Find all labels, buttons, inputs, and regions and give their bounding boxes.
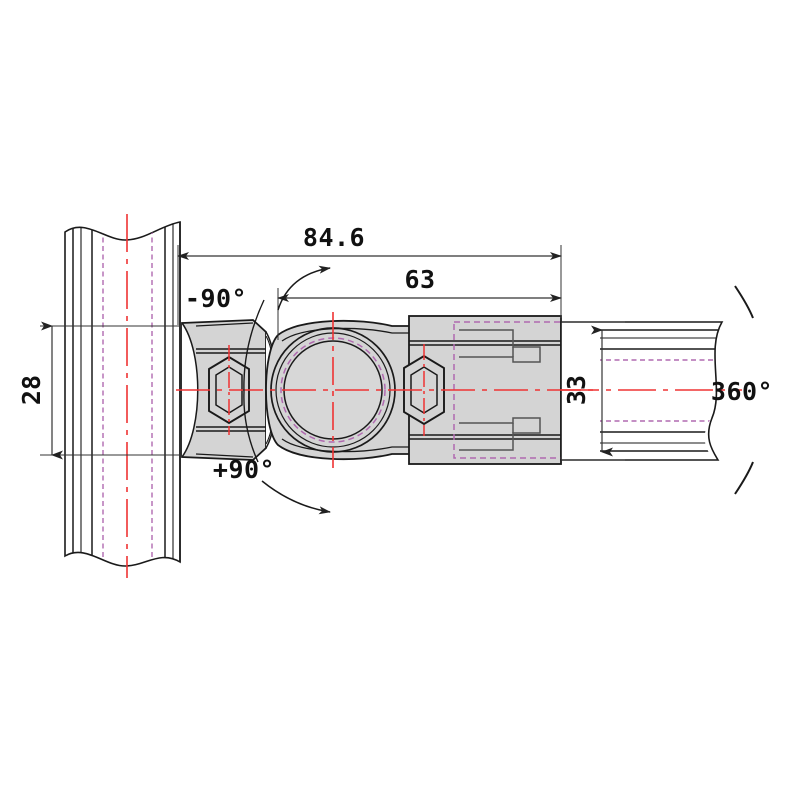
angle-minus-90-arc <box>277 265 331 311</box>
angle-360-arc-bottom <box>734 461 754 495</box>
right-arm-hex-bolt <box>403 344 445 436</box>
dimension-84-6: 84.6 <box>177 223 562 325</box>
angle-360-arc-top <box>734 285 754 319</box>
angle-360: 360° <box>711 285 773 495</box>
angle-360-text: 360° <box>711 377 773 406</box>
dimension-28: 28 <box>17 321 182 460</box>
dim-28-text: 28 <box>17 375 46 405</box>
right-arm-internal-detail-bottom <box>459 417 541 451</box>
vertical-tube-profile-lines <box>72 222 174 566</box>
dim-33-text: 33 <box>562 375 591 405</box>
angle-plus-90: +90° <box>213 391 331 515</box>
dim-63-text: 63 <box>404 265 435 294</box>
angle-minus-90-leader <box>243 299 265 393</box>
angle-plus-90-text: +90° <box>213 455 275 484</box>
right-arm-step-lines <box>409 340 561 440</box>
angle-plus-90-arc <box>261 480 331 515</box>
horizontal-tube-hidden-lines <box>600 359 722 422</box>
angle-plus-90-leader <box>243 391 259 463</box>
angle-minus-90: -90° <box>185 265 331 393</box>
dimension-33: 33 <box>561 321 625 461</box>
horizontal-tube-profile-lines <box>600 329 722 452</box>
right-arm-internal-detail-top <box>459 329 541 363</box>
vertical-tube-assembly <box>64 214 181 578</box>
dim-84-6-text: 84.6 <box>303 223 365 252</box>
vertical-tube-body <box>64 221 181 567</box>
dimension-63: 63 <box>277 265 562 340</box>
angle-minus-90-text: -90° <box>185 284 247 313</box>
vertical-tube-hidden-lines <box>102 222 153 566</box>
clamp-block-rib-lines <box>196 348 266 432</box>
clamp-block-chamfers <box>195 322 254 458</box>
